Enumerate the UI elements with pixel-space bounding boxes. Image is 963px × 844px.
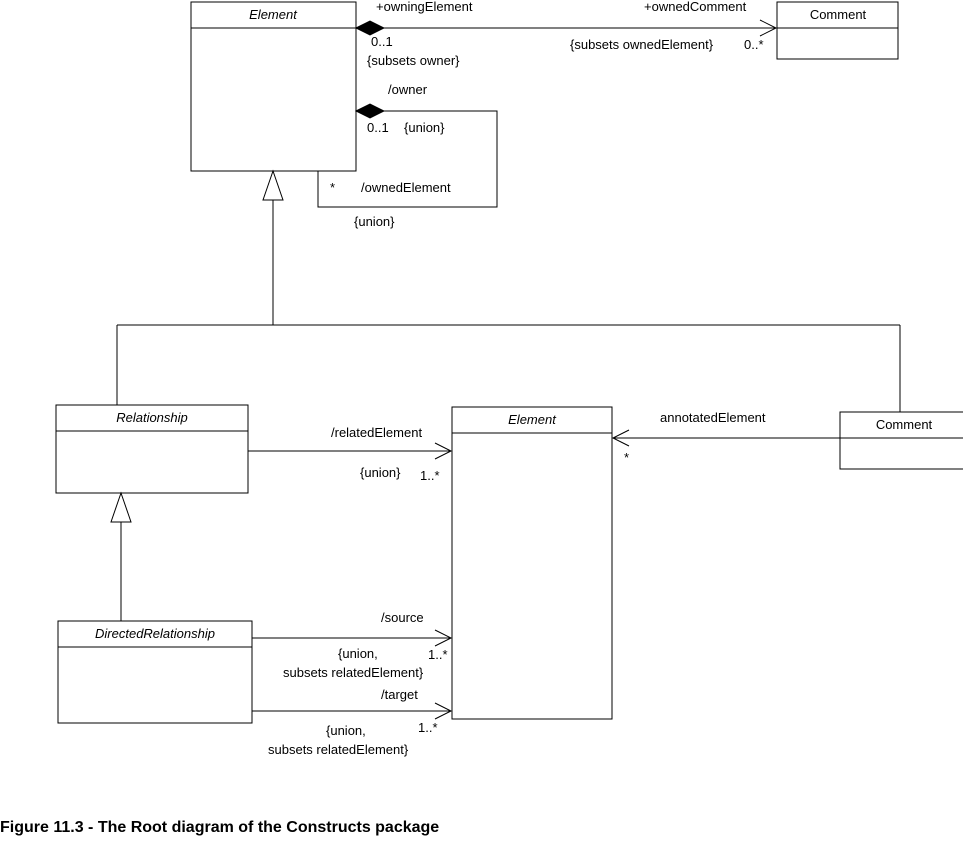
label-owned-element: /ownedElement — [361, 180, 451, 195]
generalization-to-element — [116, 169, 901, 412]
class-relationship: Relationship — [55, 404, 249, 494]
class-element-top-name: Element — [249, 7, 298, 22]
label-target-subsets: subsets relatedElement} — [268, 742, 409, 757]
label-target-mult: 1..* — [418, 720, 438, 735]
label-related-element: /relatedElement — [331, 425, 422, 440]
association-related-element: /relatedElement {union} 1..* — [248, 425, 453, 483]
class-directed-relationship-name: DirectedRelationship — [95, 626, 215, 641]
class-relationship-name: Relationship — [116, 410, 188, 425]
label-related-mult: 1..* — [420, 468, 440, 483]
label-owner: /owner — [388, 82, 428, 97]
label-owned-element-mult: * — [330, 180, 335, 195]
label-annotated-element: annotatedElement — [660, 410, 766, 425]
navigable-arrowhead-related-element — [434, 442, 453, 460]
label-owner-union: {union} — [404, 120, 445, 135]
class-comment-mid: Comment — [839, 411, 963, 470]
navigable-arrowhead-owned-comment — [759, 19, 778, 37]
composition-diamond-owner — [354, 103, 386, 119]
association-source: /source {union, subsets relatedElement} … — [252, 610, 453, 680]
figure-caption: Figure 11.3 - The Root diagram of the Co… — [0, 819, 440, 836]
label-owned-comment: +ownedComment — [644, 0, 747, 14]
class-comment-top: Comment — [776, 1, 899, 60]
label-owner-mult: 0..1 — [367, 120, 389, 135]
association-annotated-element: annotatedElement * — [611, 410, 840, 465]
class-element-top: Element — [190, 1, 357, 172]
label-target: /target — [381, 687, 418, 702]
association-owner-owned-element: /owner 0..1 {union} * /ownedElement {uni… — [317, 82, 498, 229]
generalization-to-relationship — [110, 491, 132, 621]
label-source-mult: 1..* — [428, 647, 448, 662]
label-related-union: {union} — [360, 465, 401, 480]
label-owned-element-union: {union} — [354, 214, 395, 229]
class-element-mid-name: Element — [508, 412, 557, 427]
label-source-subsets: subsets relatedElement} — [283, 665, 424, 680]
label-target-union: {union, — [326, 723, 366, 738]
association-target: /target {union, subsets relatedElement} … — [252, 687, 453, 757]
label-owning-subsets: {subsets owner} — [367, 53, 460, 68]
navigable-arrowhead-source — [434, 629, 453, 647]
label-owned-comment-subsets: {subsets ownedElement} — [570, 37, 714, 52]
label-owned-comment-mult: 0..* — [744, 37, 764, 52]
generalization-triangle-element — [262, 169, 284, 201]
label-owning-element: +owningElement — [376, 0, 473, 14]
label-source: /source — [381, 610, 424, 625]
navigable-arrowhead-annotated-element — [611, 429, 630, 447]
class-element-mid: Element — [451, 406, 613, 720]
composition-diamond-owning — [354, 20, 386, 36]
label-source-union: {union, — [338, 646, 378, 661]
label-annotated-mult: * — [624, 450, 629, 465]
class-directed-relationship: DirectedRelationship — [57, 620, 253, 724]
navigable-arrowhead-target — [434, 702, 453, 720]
class-comment-top-name: Comment — [810, 7, 867, 22]
generalization-triangle-relationship — [110, 491, 132, 523]
class-comment-mid-name: Comment — [876, 417, 933, 432]
association-owned-comment: +owningElement 0..1 {subsets owner} +own… — [354, 0, 778, 68]
label-owning-mult: 0..1 — [371, 34, 393, 49]
